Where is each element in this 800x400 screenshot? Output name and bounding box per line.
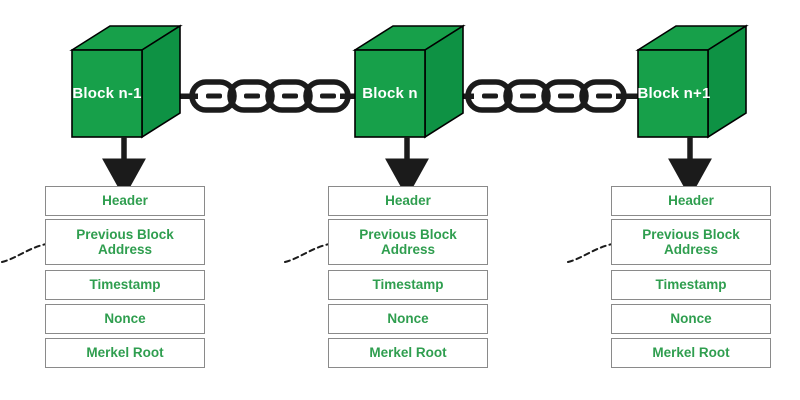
field-label: Header: [102, 193, 148, 209]
cube-block-n: [352, 24, 466, 139]
field-box-header-3[interactable]: Header: [611, 186, 771, 216]
field-label: Timestamp: [372, 277, 444, 293]
field-box-header-2[interactable]: Header: [328, 186, 488, 216]
field-label: Header: [385, 193, 431, 209]
field-label: Timestamp: [89, 277, 161, 293]
cube-block-n-plus-1: [635, 24, 749, 139]
field-label: Previous Block Address: [359, 226, 457, 257]
field-label: Nonce: [104, 311, 146, 327]
field-box-nonce-1[interactable]: Nonce: [45, 304, 205, 334]
field-box-timestamp-1[interactable]: Timestamp: [45, 270, 205, 300]
field-label: Timestamp: [655, 277, 727, 293]
field-box-header-1[interactable]: Header: [45, 186, 205, 216]
field-box-merkel-root-1[interactable]: Merkel Root: [45, 338, 205, 368]
field-box-previous-block-address-1[interactable]: Previous Block Address: [45, 219, 205, 265]
field-label: Previous Block Address: [76, 226, 174, 257]
field-label: Header: [668, 193, 714, 209]
field-box-nonce-2[interactable]: Nonce: [328, 304, 488, 334]
chain-segment-2: [452, 79, 642, 113]
cube-block-n-minus-1: [69, 24, 183, 139]
field-label: Previous Block Address: [642, 226, 740, 257]
field-label: Merkel Root: [652, 345, 730, 361]
field-label: Nonce: [670, 311, 712, 327]
field-box-previous-block-address-3[interactable]: Previous Block Address: [611, 219, 771, 265]
field-label: Merkel Root: [369, 345, 447, 361]
field-box-merkel-root-2[interactable]: Merkel Root: [328, 338, 488, 368]
field-box-nonce-3[interactable]: Nonce: [611, 304, 771, 334]
field-box-merkel-root-3[interactable]: Merkel Root: [611, 338, 771, 368]
chain-segment-1: [176, 79, 364, 113]
field-label: Nonce: [387, 311, 429, 327]
field-box-timestamp-3[interactable]: Timestamp: [611, 270, 771, 300]
field-box-previous-block-address-2[interactable]: Previous Block Address: [328, 219, 488, 265]
field-label: Merkel Root: [86, 345, 164, 361]
field-box-timestamp-2[interactable]: Timestamp: [328, 270, 488, 300]
